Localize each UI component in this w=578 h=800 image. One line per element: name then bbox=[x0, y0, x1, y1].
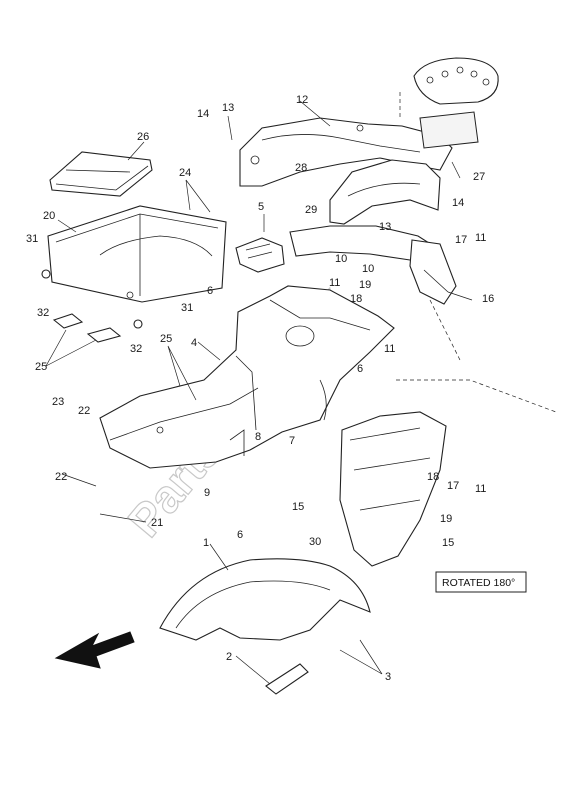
callout-17a: 17 bbox=[455, 234, 467, 246]
callout-10b: 10 bbox=[362, 263, 374, 275]
callout-25b: 25 bbox=[35, 361, 47, 373]
callout-19a: 19 bbox=[359, 279, 371, 291]
callout-30: 30 bbox=[309, 536, 321, 548]
callout-26: 26 bbox=[137, 131, 149, 143]
front-bracket-part bbox=[265, 663, 309, 695]
callout-6b: 6 bbox=[357, 363, 363, 375]
rotated-note: ROTATED 180° bbox=[435, 571, 527, 593]
callout-19b: 19 bbox=[440, 513, 452, 525]
inner-fender-part bbox=[289, 225, 457, 305]
callout-6c: 6 bbox=[237, 529, 243, 541]
callout-labels: 1 2 3 4 5 6 6 6 7 8 9 10 10 11 11 11 11 … bbox=[26, 94, 494, 683]
direction-arrow-icon bbox=[54, 631, 135, 669]
callout-11b: 11 bbox=[329, 277, 340, 289]
bracket-part bbox=[235, 237, 285, 273]
callout-18a: 18 bbox=[350, 293, 362, 305]
callout-2: 2 bbox=[226, 651, 232, 663]
callout-25a: 25 bbox=[160, 333, 172, 345]
callout-31b: 31 bbox=[181, 302, 193, 314]
callout-4: 4 bbox=[191, 337, 197, 349]
callout-31a: 31 bbox=[26, 233, 38, 245]
callout-11a: 11 bbox=[475, 232, 486, 244]
callout-1: 1 bbox=[203, 537, 209, 549]
callout-27: 27 bbox=[473, 171, 485, 183]
callout-18b: 18 bbox=[427, 471, 439, 483]
callout-14b: 14 bbox=[452, 197, 464, 209]
callout-11d: 11 bbox=[475, 483, 486, 495]
callout-29: 29 bbox=[305, 204, 317, 216]
callout-11c: 11 bbox=[384, 343, 395, 355]
callout-9: 9 bbox=[204, 487, 210, 499]
callout-22a: 22 bbox=[78, 405, 90, 417]
tool-kit-part bbox=[49, 151, 153, 197]
callout-7: 7 bbox=[289, 435, 295, 447]
callout-22b: 22 bbox=[55, 471, 67, 483]
callout-8: 8 bbox=[255, 431, 261, 443]
rotated-note-text: ROTATED 180° bbox=[442, 577, 515, 589]
callout-12: 12 bbox=[296, 94, 308, 106]
callout-13b: 13 bbox=[379, 221, 391, 233]
callout-32b: 32 bbox=[130, 343, 142, 355]
rotated-fender-inset bbox=[339, 299, 557, 567]
callout-6a: 6 bbox=[207, 285, 213, 297]
callout-15b: 15 bbox=[442, 537, 454, 549]
callout-13a: 13 bbox=[222, 102, 234, 114]
callout-28: 28 bbox=[295, 162, 307, 174]
front-fender-part bbox=[159, 558, 371, 641]
rear-light-part bbox=[399, 57, 499, 149]
callout-10a: 10 bbox=[335, 253, 347, 265]
callout-20: 20 bbox=[43, 210, 55, 222]
callout-3: 3 bbox=[385, 671, 391, 683]
callout-17b: 17 bbox=[447, 480, 459, 492]
callout-15a: 15 bbox=[292, 501, 304, 513]
lower-fender-part bbox=[99, 285, 395, 469]
callout-23: 23 bbox=[52, 396, 64, 408]
tail-cover-part bbox=[239, 117, 453, 225]
leader-lines bbox=[45, 100, 473, 685]
callout-14a: 14 bbox=[197, 108, 209, 120]
callout-32a: 32 bbox=[37, 307, 49, 319]
storage-tray-part bbox=[47, 205, 227, 303]
callout-5: 5 bbox=[258, 201, 264, 213]
callout-16: 16 bbox=[482, 293, 494, 305]
callout-21: 21 bbox=[151, 517, 163, 529]
callout-24: 24 bbox=[179, 167, 191, 179]
